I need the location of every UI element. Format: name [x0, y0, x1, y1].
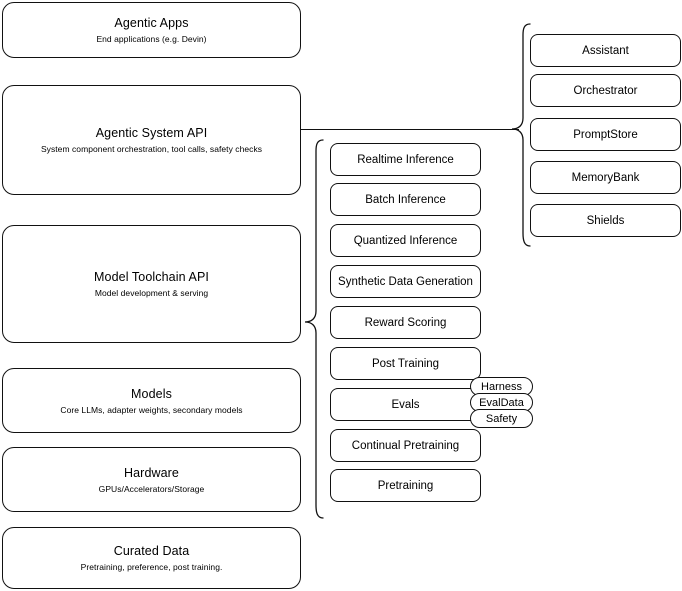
layer-agentic-system-api[interactable]: Agentic System API System component orch…: [2, 85, 301, 195]
capability-evals[interactable]: Evals: [330, 388, 481, 421]
capability-label: Evals: [391, 398, 420, 411]
capability-pretraining[interactable]: Pretraining: [330, 469, 481, 502]
capability-label: Post Training: [371, 357, 440, 370]
capability-label: Pretraining: [377, 479, 434, 492]
system-component-promptstore[interactable]: PromptStore: [530, 118, 681, 151]
layer-subtitle: GPUs/Accelerators/Storage: [98, 483, 205, 494]
brace-toolchain-capabilities: [303, 138, 325, 520]
layer-curated-data[interactable]: Curated Data Pretraining, preference, po…: [2, 527, 301, 589]
system-component-label: MemoryBank: [571, 171, 640, 184]
layer-subtitle: Pretraining, preference, post training.: [80, 562, 223, 572]
system-component-label: Orchestrator: [573, 84, 638, 97]
system-component-label: Shields: [586, 214, 625, 227]
layer-hardware[interactable]: Hardware GPUs/Accelerators/Storage: [2, 447, 301, 512]
layer-title: Models: [131, 386, 172, 401]
layer-subtitle: End applications (e.g. Devin): [96, 34, 207, 44]
layer-subtitle: Model development & serving: [94, 288, 209, 298]
eval-subcomponent-label: Harness: [481, 380, 522, 393]
eval-subcomponent-safety[interactable]: Safety: [470, 409, 533, 428]
capability-label: Batch Inference: [365, 193, 446, 206]
capability-label: Reward Scoring: [364, 316, 447, 329]
capability-quantized-inference[interactable]: Quantized Inference: [330, 224, 481, 257]
brace-system-components: [510, 22, 532, 248]
eval-subcomponent-evaldata[interactable]: EvalData: [470, 393, 533, 412]
eval-subcomponent-label: EvalData: [479, 396, 524, 409]
capability-batch-inference[interactable]: Batch Inference: [330, 183, 481, 216]
system-component-label: Assistant: [582, 44, 629, 57]
layer-title: Model Toolchain API: [94, 270, 209, 284]
system-component-label: PromptStore: [573, 128, 638, 141]
layer-models[interactable]: Models Core LLMs, adapter weights, secon…: [2, 368, 301, 433]
layer-agentic-apps[interactable]: Agentic Apps End applications (e.g. Devi…: [2, 2, 301, 58]
connector-system-api-to-components: [301, 129, 519, 130]
system-component-shields[interactable]: Shields: [530, 204, 681, 237]
capability-synthetic-data-generation[interactable]: Synthetic Data Generation: [330, 265, 481, 298]
system-component-assistant[interactable]: Assistant: [530, 34, 681, 67]
layer-title: Curated Data: [113, 544, 190, 558]
capability-label: Quantized Inference: [353, 234, 458, 247]
system-component-memorybank[interactable]: MemoryBank: [530, 161, 681, 194]
capability-reward-scoring[interactable]: Reward Scoring: [330, 306, 481, 339]
capability-label: Synthetic Data Generation: [338, 275, 473, 288]
layer-model-toolchain-api[interactable]: Model Toolchain API Model development & …: [2, 225, 301, 343]
system-component-orchestrator[interactable]: Orchestrator: [530, 74, 681, 107]
capability-label: Continual Pretraining: [351, 439, 460, 452]
layer-subtitle: System component orchestration, tool cal…: [40, 144, 263, 154]
capability-post-training[interactable]: Post Training: [330, 347, 481, 380]
capability-continual-pretraining[interactable]: Continual Pretraining: [330, 429, 481, 462]
layer-title: Agentic System API: [95, 126, 208, 140]
eval-subcomponent-label: Safety: [485, 412, 518, 425]
layer-subtitle: Core LLMs, adapter weights, secondary mo…: [60, 404, 243, 415]
capability-realtime-inference[interactable]: Realtime Inference: [330, 143, 481, 176]
capability-label: Realtime Inference: [357, 153, 454, 166]
layer-title: Agentic Apps: [114, 16, 189, 30]
layer-title: Hardware: [124, 465, 179, 480]
